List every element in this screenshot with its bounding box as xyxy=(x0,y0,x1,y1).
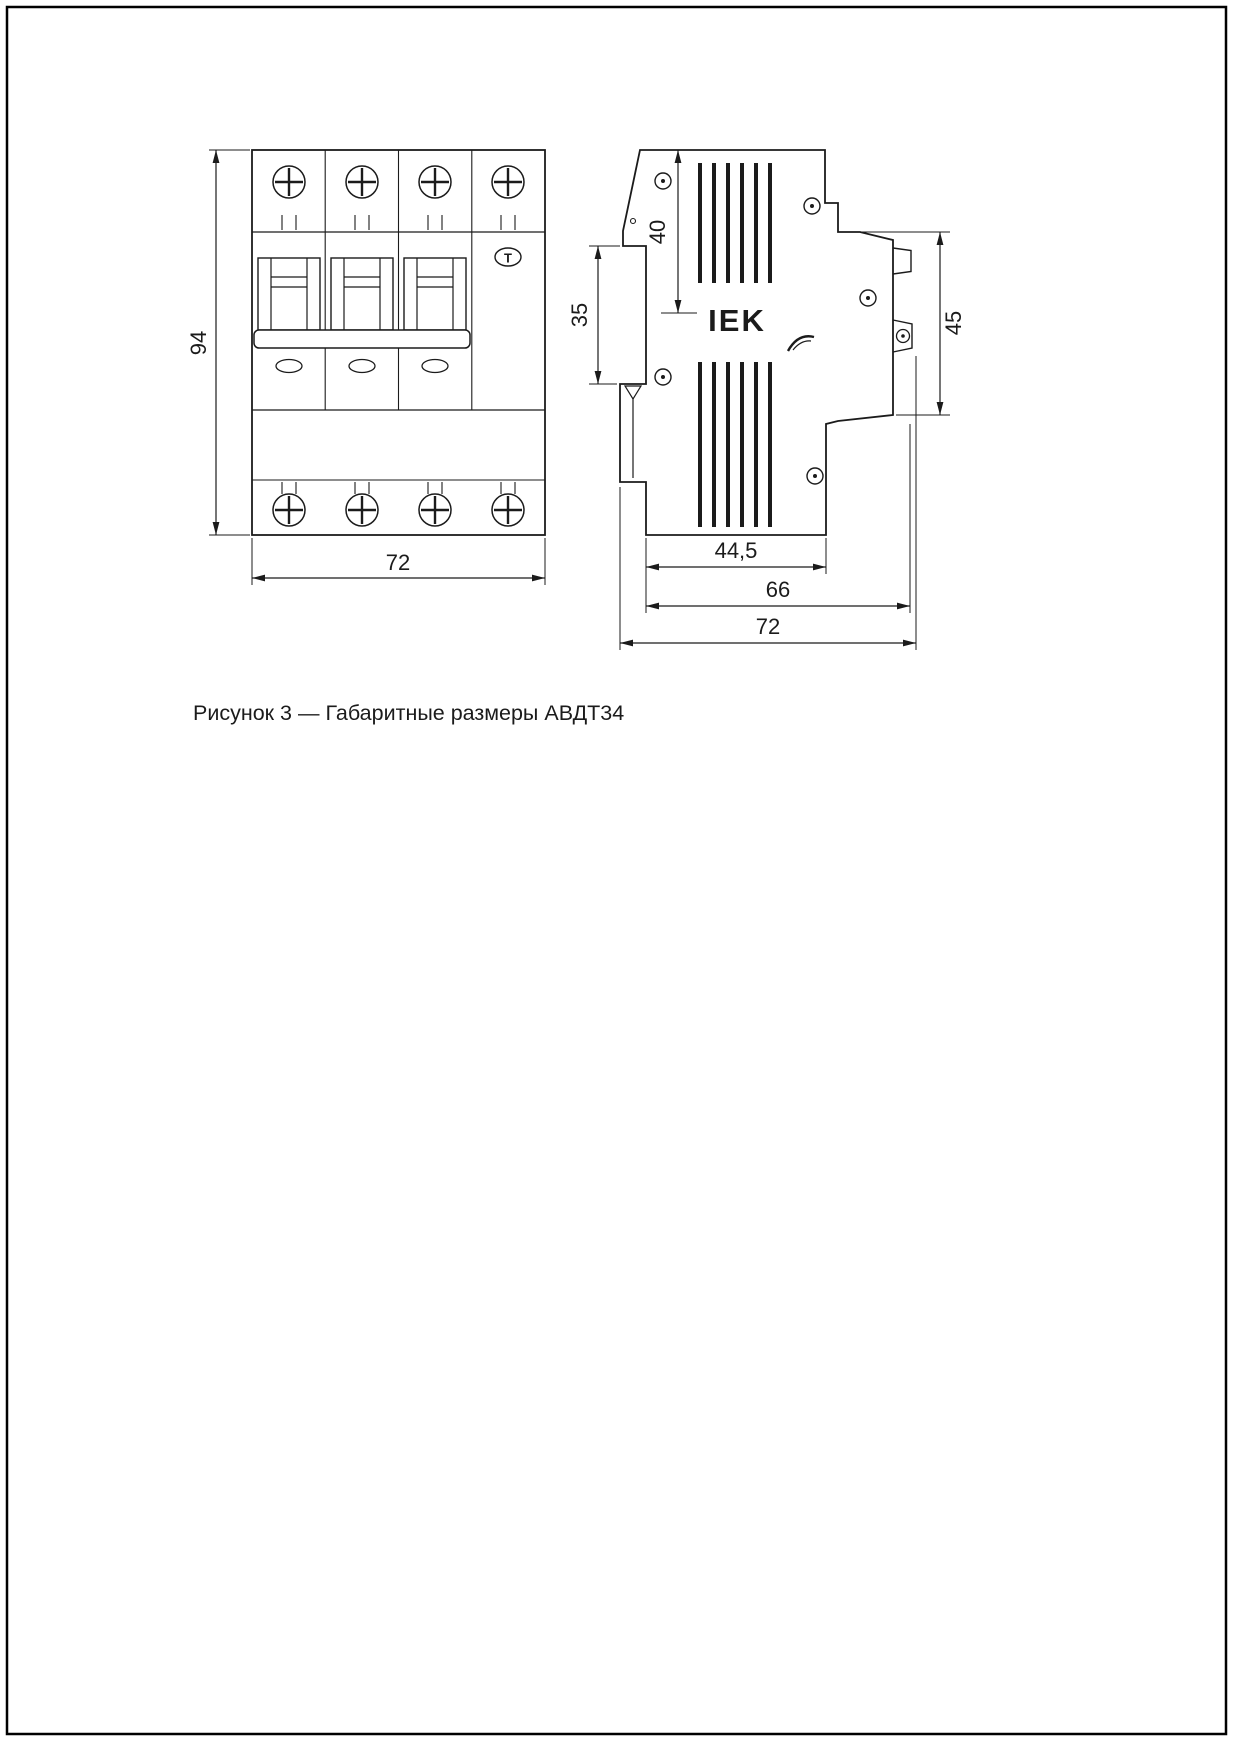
module-dividers xyxy=(324,150,473,410)
screw-terminal xyxy=(272,482,306,527)
indicator-window xyxy=(275,358,303,374)
terminal-tabs xyxy=(892,247,913,353)
figure-caption: Рисунок 3 — Габаритные размеры АВДТ34 xyxy=(193,701,624,725)
lever-detail xyxy=(786,335,815,352)
dim-side-40: 40 xyxy=(645,150,697,314)
dim-label-66: 66 xyxy=(766,577,790,602)
side-body-outline xyxy=(619,149,894,536)
screw-terminal xyxy=(345,165,379,230)
dim-label-72-front: 72 xyxy=(386,550,410,575)
screw-terminal xyxy=(418,482,452,527)
toggle-tie-bar xyxy=(253,329,471,349)
vent-slots-top xyxy=(698,163,772,283)
dim-label-45: 45 xyxy=(941,311,966,335)
screw-terminal xyxy=(491,165,525,230)
rivets xyxy=(654,172,877,485)
screw-terminal xyxy=(418,165,452,230)
rivet xyxy=(654,172,672,190)
dim-label-72-side: 72 xyxy=(756,614,780,639)
terminal-screws-top xyxy=(272,165,525,230)
dim-label-44-5: 44,5 xyxy=(715,538,758,563)
side-view: IEK 40 35 xyxy=(567,149,966,650)
dim-side-44-5: 44,5 xyxy=(645,538,827,613)
rivet xyxy=(806,467,824,485)
indicator-window xyxy=(421,358,449,374)
din-rail-clip xyxy=(623,385,643,478)
rivet xyxy=(654,368,672,386)
dim-side-45: 45 xyxy=(861,231,966,416)
dim-label-35: 35 xyxy=(567,303,592,327)
front-view: T xyxy=(186,149,546,585)
rivet xyxy=(859,289,877,307)
terminal-screws-bottom xyxy=(272,482,525,527)
toggle-handle xyxy=(330,257,394,331)
dim-front-height: 94 xyxy=(186,149,250,536)
page-border xyxy=(5,5,1228,1736)
test-button: T xyxy=(494,247,522,267)
pivot-hole xyxy=(629,217,637,225)
dim-side-35: 35 xyxy=(567,245,620,385)
toggle-handle xyxy=(403,257,467,331)
dim-label-94: 94 xyxy=(186,331,211,355)
indicator-window xyxy=(348,358,376,374)
dim-side-72: 72 xyxy=(619,356,917,650)
screw-terminal xyxy=(345,482,379,527)
dim-front-width: 72 xyxy=(251,538,546,585)
toggle-handle xyxy=(257,257,321,331)
iek-logo-text: IEK xyxy=(708,303,766,338)
screw-terminal xyxy=(491,482,525,527)
vent-slots-bottom xyxy=(698,362,772,527)
test-button-label: T xyxy=(504,251,512,266)
dim-label-40: 40 xyxy=(645,220,670,244)
rivet xyxy=(803,197,821,215)
dim-side-66: 66 xyxy=(646,424,911,613)
front-body xyxy=(251,149,546,536)
toggle-handles xyxy=(257,257,467,331)
indicator-windows xyxy=(275,358,449,374)
screw-terminal xyxy=(272,165,306,230)
